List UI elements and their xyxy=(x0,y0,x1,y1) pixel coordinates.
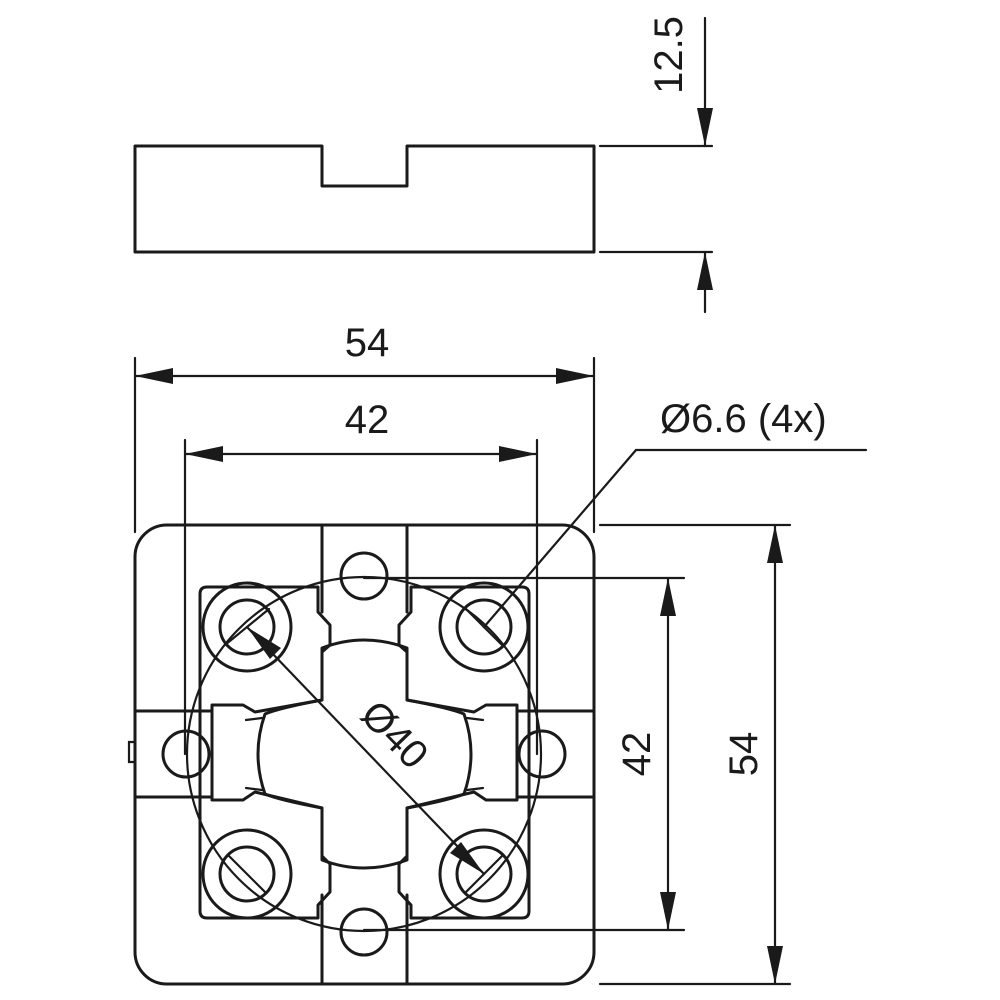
thickness-arrow-top xyxy=(697,108,713,146)
bolt-spacing-horizontal-label: 42 xyxy=(345,398,390,442)
bolt-spacing-vertical-label: 42 xyxy=(615,732,659,777)
channel-hole-top xyxy=(339,551,389,601)
inner-pocket-right xyxy=(397,585,531,920)
top-view xyxy=(127,523,596,986)
overall-width-label: 54 xyxy=(345,321,390,365)
overall-height-dimension: 54 xyxy=(598,523,792,986)
hole-callout: Ø6.6 (4x) xyxy=(482,397,868,629)
overall-width-dimension: 54 xyxy=(133,321,596,534)
bolt-circle-label: Ø40 xyxy=(352,692,436,777)
thickness-label: 12.5 xyxy=(647,16,691,94)
central-boss-inner xyxy=(244,716,485,792)
overall-height-label: 54 xyxy=(722,732,766,777)
mounting-hole-bottom-right xyxy=(438,828,530,920)
thickness-arrow-bottom xyxy=(697,252,713,290)
central-boss xyxy=(256,638,473,870)
bolt-spacing-vertical-dimension: 42 xyxy=(362,576,686,932)
inner-pocket xyxy=(198,585,332,920)
channel-hole-right xyxy=(517,729,567,779)
channel-hole-bottom xyxy=(339,907,389,957)
plate-outline xyxy=(133,523,596,986)
bolt-spacing-horizontal-dimension: 42 xyxy=(183,398,539,756)
mounting-hole-bottom-left xyxy=(201,828,293,920)
side-view-outline xyxy=(133,144,596,254)
hole-callout-label: Ø6.6 (4x) xyxy=(660,397,827,441)
side-view: 12.5 xyxy=(133,16,714,314)
bolt-circle-dimension: Ø40 xyxy=(245,625,486,876)
plate-notch xyxy=(127,740,137,764)
mounting-hole-top-left xyxy=(201,581,293,673)
